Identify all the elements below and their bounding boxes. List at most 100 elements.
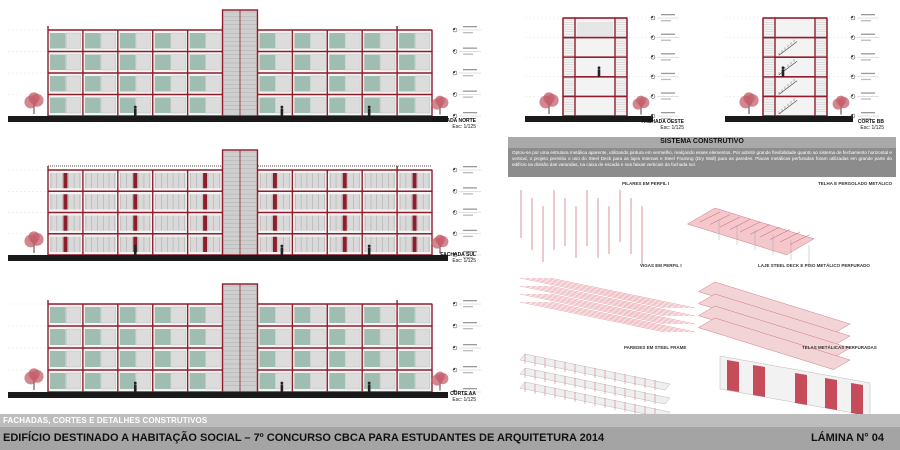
person-figure: [280, 108, 284, 116]
wall-panel: [310, 328, 326, 346]
fachada-oeste-title: FACHADA OESTE: [641, 119, 684, 125]
beam-line: [549, 301, 696, 333]
level-text-mark: [463, 394, 473, 396]
level-text-mark: [861, 39, 871, 41]
person-figure: [133, 105, 137, 109]
person-figure: [280, 244, 284, 248]
person-figure: [597, 66, 601, 70]
person-figure: [781, 66, 785, 70]
window-glass: [154, 54, 171, 70]
window-glass: [399, 97, 415, 113]
perforated-screen: [133, 215, 138, 231]
beam-line: [519, 285, 666, 317]
window-glass: [364, 307, 380, 323]
window-glass: [84, 33, 101, 49]
level-text-mark: [463, 69, 477, 71]
wall-panel: [66, 97, 81, 114]
window-glass: [84, 307, 101, 323]
window-glass: [50, 329, 66, 345]
person-figure: [280, 381, 284, 385]
perforated-screen: [133, 194, 138, 210]
fachada-norte-drawing: [8, 9, 481, 122]
fachada-norte-label: FACHADA NORTE Esc: 1/125: [410, 118, 476, 130]
level-text-mark: [661, 20, 671, 22]
wall-panel: [415, 54, 431, 71]
perforated-panel: [753, 365, 765, 397]
level-text-mark: [463, 328, 473, 330]
wall-panel: [100, 97, 116, 114]
beam-line: [531, 293, 678, 325]
beam-line: [531, 277, 678, 309]
window-glass: [399, 329, 415, 345]
tree-canopy: [543, 92, 555, 104]
person-figure: [133, 384, 137, 392]
wall-panel: [310, 97, 326, 114]
fachada-oeste-drawing: [525, 14, 679, 122]
wall-panel: [275, 350, 291, 368]
window-glass: [50, 54, 66, 70]
wall-panel: [380, 97, 396, 114]
footer-subtitle-band: FACHADAS, CORTES E DETALHES CONSTRUTIVOS: [0, 414, 900, 427]
perforated-panel: [795, 373, 807, 405]
beam-line: [537, 285, 684, 317]
wall-panel: [66, 306, 81, 324]
wall-panel: [100, 306, 116, 324]
perforated-screen: [63, 173, 68, 189]
window-glass: [259, 76, 276, 92]
person-figure: [367, 381, 371, 385]
wall-panel: [345, 328, 361, 346]
window-glass: [119, 54, 136, 70]
window-glass: [119, 76, 136, 92]
wall-panel: [170, 372, 186, 390]
window-glass: [294, 307, 311, 323]
wall-panel: [66, 350, 81, 368]
level-text-mark: [463, 172, 473, 174]
wall-panel: [170, 54, 186, 71]
beam-line: [537, 301, 684, 333]
beam-line: [525, 285, 672, 317]
level-text-mark: [861, 59, 871, 61]
level-marker: [453, 390, 455, 392]
balcony-panel: [294, 173, 326, 189]
tree-canopy: [28, 368, 40, 380]
ground-line: [8, 392, 448, 398]
wall-panel: [100, 328, 116, 346]
balcony-panel: [154, 215, 186, 231]
level-marker: [651, 114, 653, 116]
window-glass: [189, 33, 206, 49]
level-marker: [453, 302, 455, 304]
beam-line: [549, 285, 696, 317]
tree-canopy: [28, 231, 40, 243]
beam-line: [537, 277, 684, 309]
level-text-mark: [463, 32, 473, 34]
sheet-number: LÁMINA N° 04: [810, 432, 884, 444]
window-glass: [294, 76, 311, 92]
window-glass: [189, 351, 206, 367]
pergola-bar: [729, 219, 751, 230]
beam-line: [525, 293, 672, 325]
corte-bb-title: CORTE BB: [857, 119, 884, 125]
corte-aa-title: CORTE AA: [450, 391, 476, 397]
level-text-mark: [463, 118, 473, 120]
wall-panel: [66, 328, 81, 346]
label-paredes: PAREDES EM STEEL FRAME: [624, 345, 687, 350]
window-glass: [399, 54, 415, 70]
wall-panel: [275, 328, 291, 346]
level-marker: [651, 55, 653, 58]
window-glass: [259, 373, 276, 389]
wall-panel: [135, 32, 151, 49]
person-figure: [367, 108, 371, 116]
wall-panel: [100, 350, 116, 368]
perforated-screen: [412, 173, 417, 189]
beam-line: [543, 277, 690, 309]
wall-panel: [135, 372, 151, 390]
wall-panel: [415, 328, 431, 346]
level-marker: [651, 74, 653, 77]
window-glass: [154, 373, 171, 389]
window-glass: [329, 351, 345, 367]
level-text-mark: [463, 90, 477, 92]
person-figure: [133, 381, 137, 385]
level-marker: [851, 55, 853, 58]
perforated-screen: [203, 236, 208, 252]
wall-panel: [170, 32, 186, 49]
